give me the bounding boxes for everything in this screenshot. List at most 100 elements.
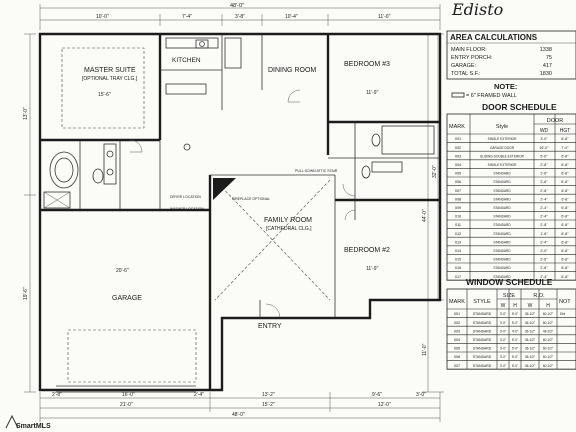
- window-row-size-w: 3'-0": [500, 364, 506, 368]
- room-master-suite: MASTER SUITE: [84, 67, 136, 74]
- dim-bottom-right: 12'-0": [378, 402, 391, 408]
- area-row-value: 75: [546, 55, 552, 61]
- door-row-style: SINGLE EXTERIOR: [488, 137, 518, 141]
- window-row-style: STANDARD: [473, 364, 492, 368]
- dim-bottom-center: 15'-2": [262, 402, 275, 408]
- hall-bath-fixtures: [183, 125, 435, 179]
- dim-bottom-4: 13'-2": [262, 392, 275, 398]
- window-row-ro-h: 60-1/2": [543, 338, 553, 342]
- door-row-style: STANDARD: [493, 189, 511, 193]
- dim-top-5: 11'-0": [378, 14, 391, 20]
- window-col-size-h: H: [513, 303, 517, 309]
- door-row-width: 2'-4": [540, 206, 548, 210]
- window-row-ro-w: 36-1/2": [525, 321, 535, 325]
- room-bedroom-3-dim: 11'-9": [366, 90, 379, 96]
- dim-bottom-2: 16'-0": [122, 392, 135, 398]
- door-col-style: Style: [496, 124, 508, 130]
- door-row-width: 2'-6": [540, 266, 548, 270]
- room-garage: GARAGE: [112, 295, 142, 302]
- window-col-size: SIZE: [503, 293, 516, 299]
- door-row-mark: 011: [455, 223, 461, 227]
- door-row-height: 6'-8": [561, 275, 569, 279]
- door-row-style: STANDARD: [493, 215, 511, 219]
- label-attic-stair: PULL DOWN ATTIC STAIR: [295, 169, 338, 173]
- door-schedule-heading: DOOR SCHEDULE: [482, 102, 557, 112]
- window-row-mark: 006: [454, 355, 460, 359]
- door-row-style: STANDARD: [493, 275, 511, 279]
- door-row-mark: 002: [455, 146, 461, 150]
- window-row-mark: 004: [454, 338, 460, 342]
- door-col-mark: MARK: [449, 124, 465, 130]
- room-entry: ENTRY: [258, 323, 282, 330]
- smartmls-watermark: SmartMLS: [5, 414, 51, 430]
- door-row-width: 2'-4": [540, 275, 548, 279]
- area-row-value: 417: [543, 63, 552, 69]
- window-row-style: STANDARD: [473, 321, 492, 325]
- dim-right-3: 11'-0": [422, 343, 428, 356]
- door-row-style: STANDARD: [493, 258, 511, 262]
- window-row-size-h: 5'-0": [512, 312, 518, 316]
- door-row-height: 6'-8": [561, 240, 569, 244]
- door-row-style: STANDARD: [493, 266, 511, 270]
- room-family-subtitle: [CATHEDRAL CLG.]: [266, 226, 312, 232]
- window-row-size-w: 3'-0": [500, 347, 506, 351]
- interior-walls: [79, 34, 440, 318]
- door-col-wd: WD: [540, 128, 549, 134]
- door-row-style: STANDARD: [493, 223, 511, 227]
- window-row-size-h: 5'-0": [512, 364, 518, 368]
- window-col-size-w: W: [501, 303, 506, 309]
- window-row-size-h: 4'-0": [512, 329, 518, 333]
- door-row-mark: 009: [455, 206, 461, 210]
- area-heading: AREA CALCULATIONS: [450, 33, 538, 42]
- door-row-mark: 001: [455, 137, 461, 141]
- window-row-ro-h: 48-1/2": [543, 329, 553, 333]
- area-row-label: MAIN FLOOR:: [451, 47, 487, 53]
- window-col-ro-w: W: [528, 303, 533, 309]
- door-row-width: 2'-4": [540, 240, 548, 244]
- window-row-mark: 003: [454, 329, 460, 333]
- door-row-mark: 005: [455, 172, 461, 176]
- door-row-mark: 007: [455, 189, 461, 193]
- area-row-label: ENTRY PORCH:: [451, 55, 493, 61]
- door-row-width: 2'-4": [540, 197, 548, 201]
- room-kitchen: KITCHEN: [172, 57, 201, 64]
- dim-left-2: 19'-6": [23, 287, 29, 300]
- room-family: FAMILY ROOM: [264, 217, 312, 224]
- area-row-label: TOTAL S.F.:: [451, 71, 481, 77]
- note-block: NOTE: = 6" FRAMED WALL: [451, 82, 517, 99]
- door-row-height: 6'-8": [561, 180, 569, 184]
- door-row-mark: 004: [455, 163, 461, 167]
- note-heading: NOTE:: [494, 82, 517, 91]
- door-row-height: 6'-8": [561, 249, 569, 253]
- dim-top-2: 7'-4": [182, 14, 192, 20]
- door-row-height: 6'-8": [561, 206, 569, 210]
- room-labels: MASTER SUITE [OPTIONAL TRAY CLG.] 15'-6"…: [82, 57, 390, 330]
- window-col-style: STYLE: [473, 299, 491, 305]
- window-row-ro-h: 60-1/2": [543, 355, 553, 359]
- door-row-height: 6'-8": [561, 137, 569, 141]
- door-row-width: 5'-0": [540, 154, 548, 158]
- door-row-mark: 010: [455, 215, 461, 219]
- window-row-size-h: 5'-0": [512, 338, 518, 342]
- window-row-style: STANDARD: [473, 338, 492, 342]
- top-dimension-strings: 48'-0" 10'-0" 7'-4" 3'-8" 10'-4" 11'-0": [39, 3, 441, 30]
- window-row-mark: 007: [454, 364, 460, 368]
- room-dining: DINING ROOM: [268, 67, 316, 74]
- door-row-style: STANDARD: [493, 180, 511, 184]
- room-master-subtitle: [OPTIONAL TRAY CLG.]: [82, 76, 138, 82]
- door-row-height: 6'-8": [561, 223, 569, 227]
- door-row-mark: 017: [455, 275, 461, 279]
- window-row-ro-w: 36-1/2": [525, 338, 535, 342]
- ceiling-dashed-lines: [61, 47, 331, 383]
- door-row-width: 2'-6": [540, 172, 548, 176]
- window-row-size-h: 5'-0": [512, 355, 518, 359]
- room-garage-dim: 20'-6": [116, 268, 129, 274]
- door-row-mark: 006: [455, 180, 461, 184]
- door-row-height: 6'-8": [561, 163, 569, 167]
- window-row-note: Dbl: [560, 312, 565, 316]
- dim-bottom-3: 2'-4": [194, 392, 204, 398]
